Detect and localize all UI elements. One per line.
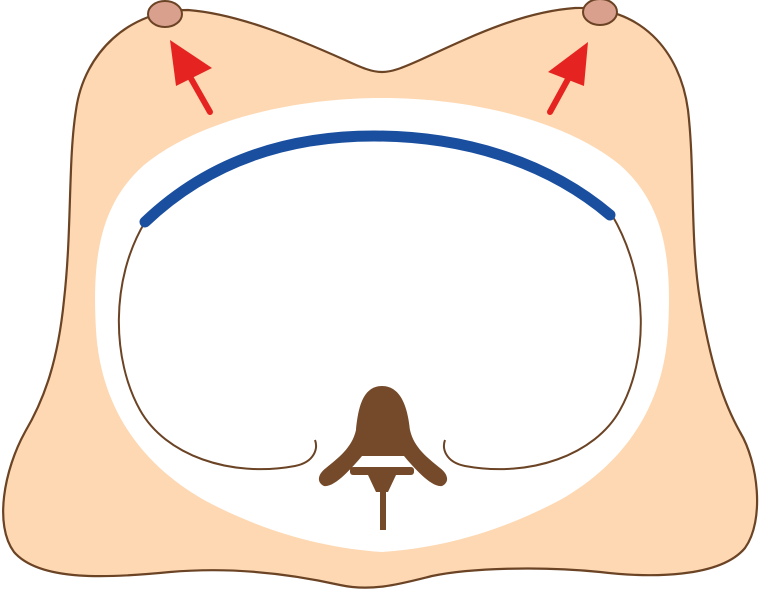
left-arrow-icon	[170, 40, 213, 115]
right-nipple	[582, 0, 618, 26]
lung-cavity-right	[443, 214, 642, 471]
left-nipple	[147, 0, 183, 28]
lung-cavity	[117, 221, 317, 471]
spine-vertebra	[318, 386, 448, 530]
anterior-chest-wall-arc	[139, 130, 616, 228]
right-arrow-icon	[547, 42, 588, 115]
white-ring	[95, 98, 669, 552]
